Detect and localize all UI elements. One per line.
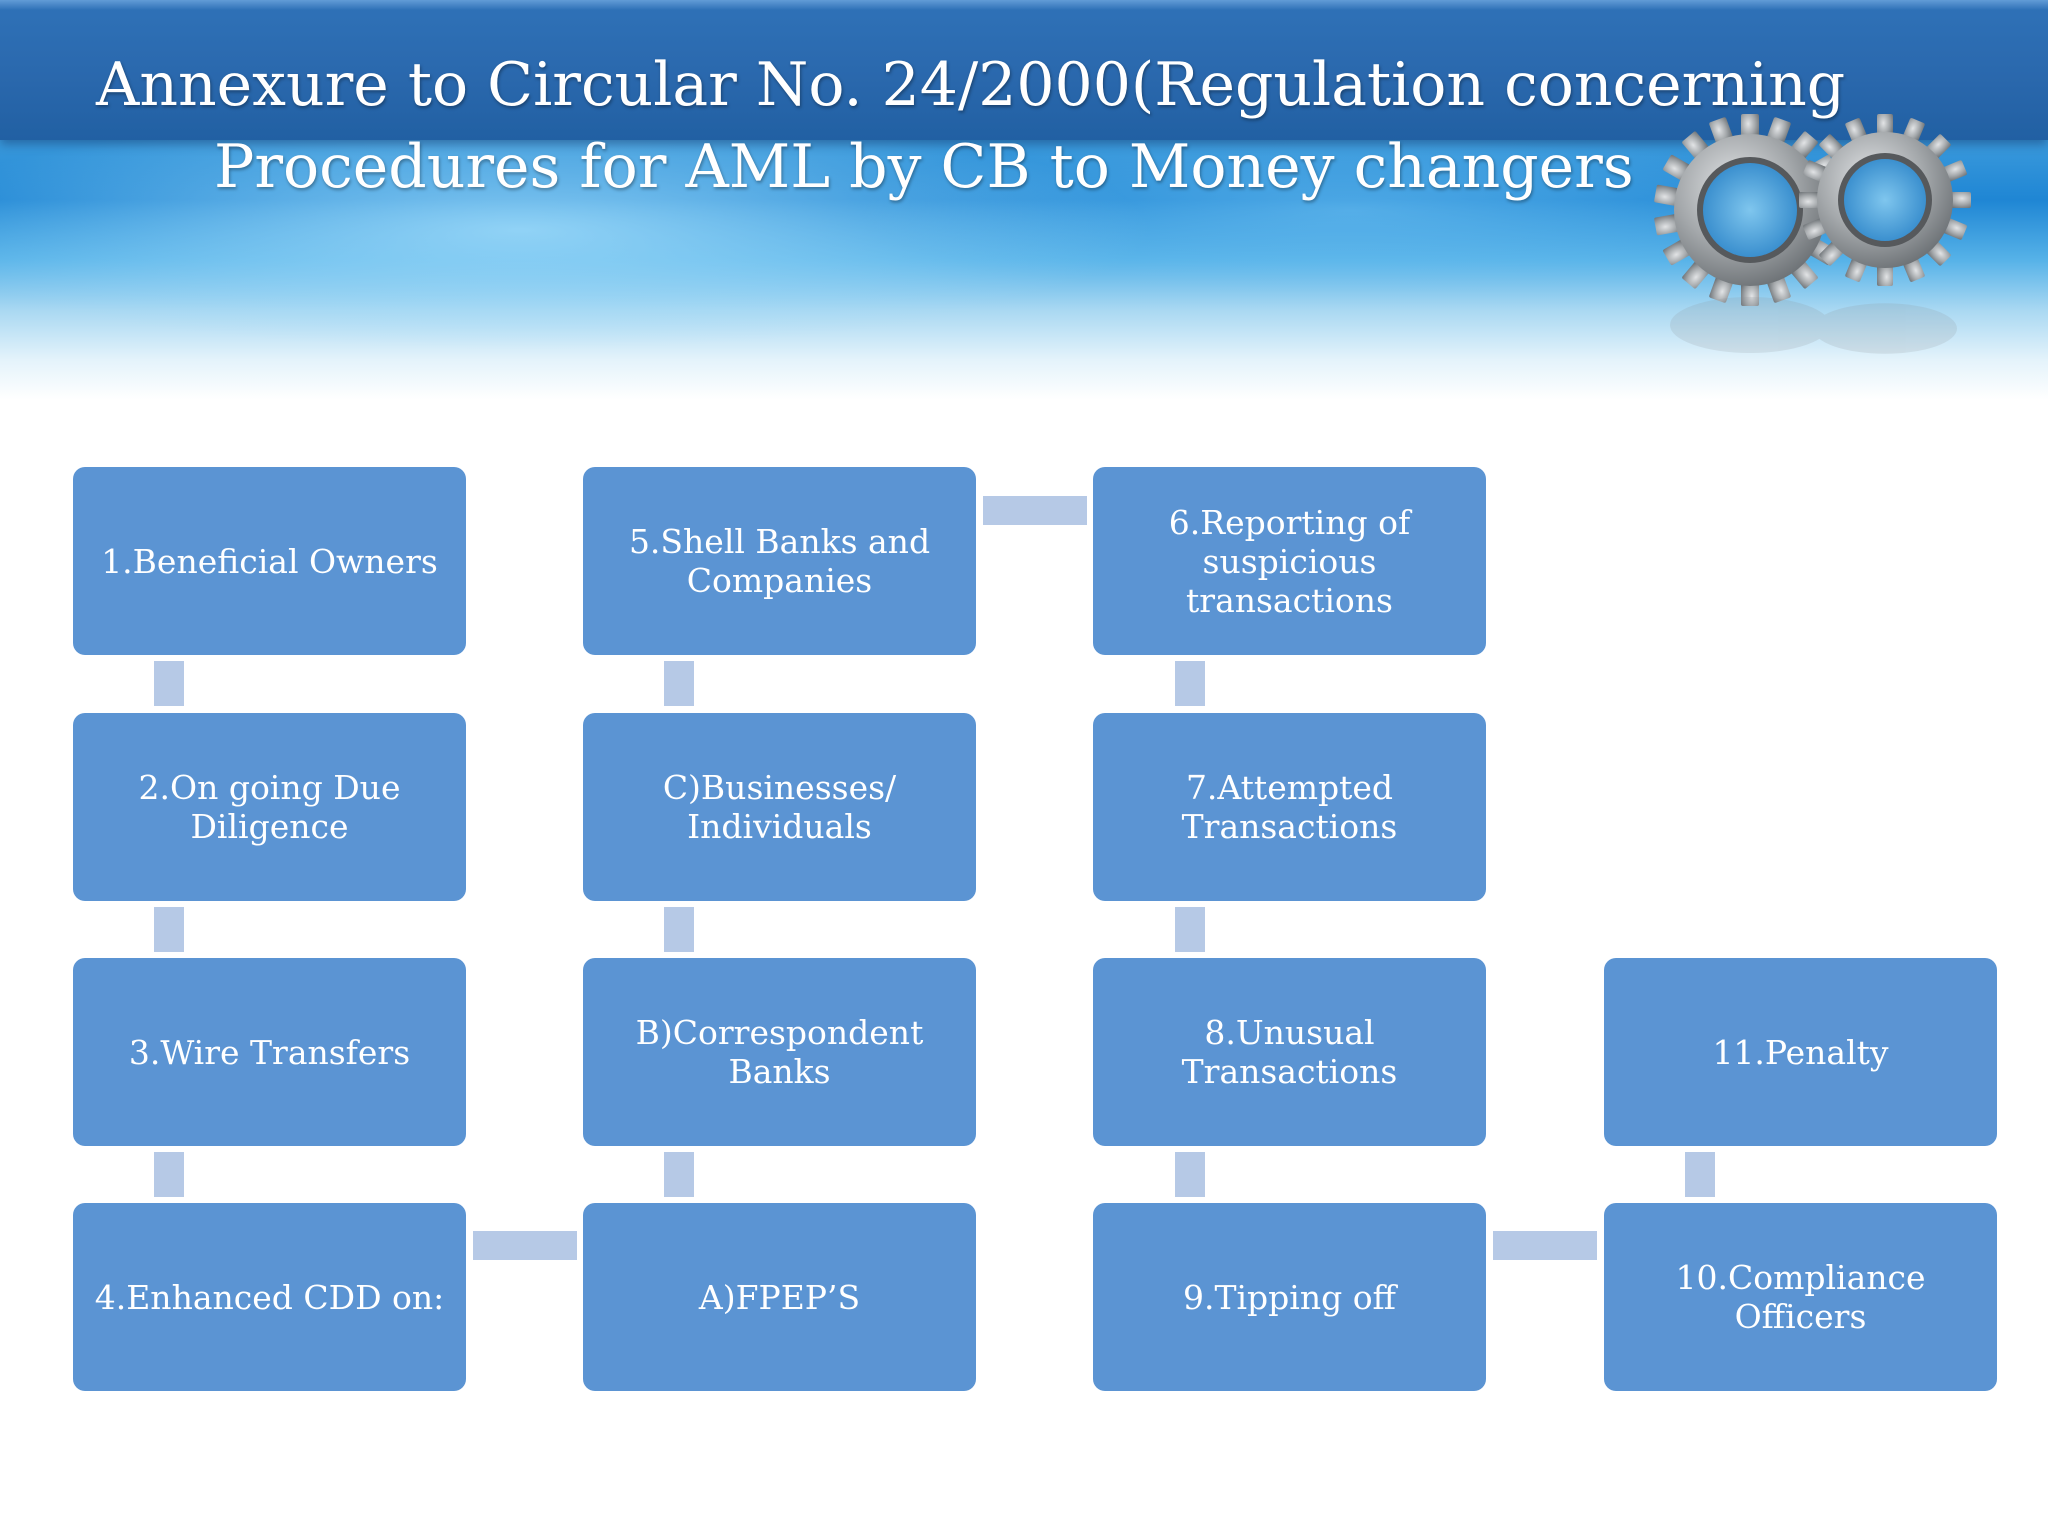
node-2-ongoing-due-diligence: 2.On going Due Diligence	[73, 713, 466, 901]
node-label: 10.Compliance Officers	[1675, 1258, 1926, 1336]
slide-title-line-2: Procedures for AML by CB to Money change…	[214, 132, 1634, 202]
node-3-wire-transfers: 3.Wire Transfers	[73, 958, 466, 1146]
connector-n5-n6	[983, 496, 1087, 525]
connector-n10-n11	[1685, 1152, 1715, 1197]
node-10-compliance-officers: 10.Compliance Officers	[1604, 1203, 1997, 1391]
connector-n7-n8	[1175, 907, 1205, 952]
connector-n4-nA	[473, 1231, 577, 1260]
connector-n3-n4	[154, 1152, 184, 1197]
node-b-correspondent-banks: B)Correspondent Banks	[583, 958, 976, 1146]
slide-title-line-1: Annexure to Circular No. 24/2000(Regulat…	[96, 50, 1846, 120]
node-c-businesses-individuals: C)Businesses/ Individuals	[583, 713, 976, 901]
node-label: 11.Penalty	[1712, 1032, 1889, 1072]
node-label: 2.On going Due Diligence	[138, 768, 401, 846]
node-label: 6.Reporting of suspicious transactions	[1168, 502, 1411, 620]
node-9-tipping-off: 9.Tipping off	[1093, 1203, 1486, 1391]
node-6-reporting-suspicious: 6.Reporting of suspicious transactions	[1093, 467, 1486, 655]
node-label: A)FPEP’S	[698, 1277, 861, 1317]
connector-n6-n7	[1175, 661, 1205, 706]
connector-n9-n10	[1493, 1231, 1597, 1260]
gears-icon	[1654, 114, 1971, 354]
node-label: 4.Enhanced CDD on:	[94, 1277, 445, 1317]
connector-nB-nC	[664, 907, 694, 952]
node-4-enhanced-cdd: 4.Enhanced CDD on:	[73, 1203, 466, 1391]
node-label: 7.Attempted Transactions	[1181, 768, 1398, 846]
connector-n8-n9	[1175, 1152, 1205, 1197]
node-a-fpeps: A)FPEP’S	[583, 1203, 976, 1391]
node-label: C)Businesses/ Individuals	[662, 768, 897, 846]
connector-nC-n5	[664, 661, 694, 706]
node-label: 3.Wire Transfers	[128, 1032, 411, 1072]
connector-nA-nB	[664, 1152, 694, 1197]
node-label: B)Correspondent Banks	[635, 1013, 924, 1091]
node-label: 5.Shell Banks and Companies	[628, 522, 931, 600]
node-7-attempted-transactions: 7.Attempted Transactions	[1093, 713, 1486, 901]
node-11-penalty: 11.Penalty	[1604, 958, 1997, 1146]
node-1-beneficial-owners: 1.Beneficial Owners	[73, 467, 466, 655]
node-5-shell-banks: 5.Shell Banks and Companies	[583, 467, 976, 655]
node-label: 1.Beneficial Owners	[101, 541, 438, 581]
node-label: 9.Tipping off	[1182, 1277, 1397, 1317]
slide-title: Annexure to Circular No. 24/2000(Regulat…	[96, 44, 1896, 208]
node-label: 8.Unusual Transactions	[1181, 1013, 1398, 1091]
connector-n2-n3	[154, 907, 184, 952]
node-8-unusual-transactions: 8.Unusual Transactions	[1093, 958, 1486, 1146]
connector-n1-n2	[154, 661, 184, 706]
title-bar	[0, 0, 2048, 140]
